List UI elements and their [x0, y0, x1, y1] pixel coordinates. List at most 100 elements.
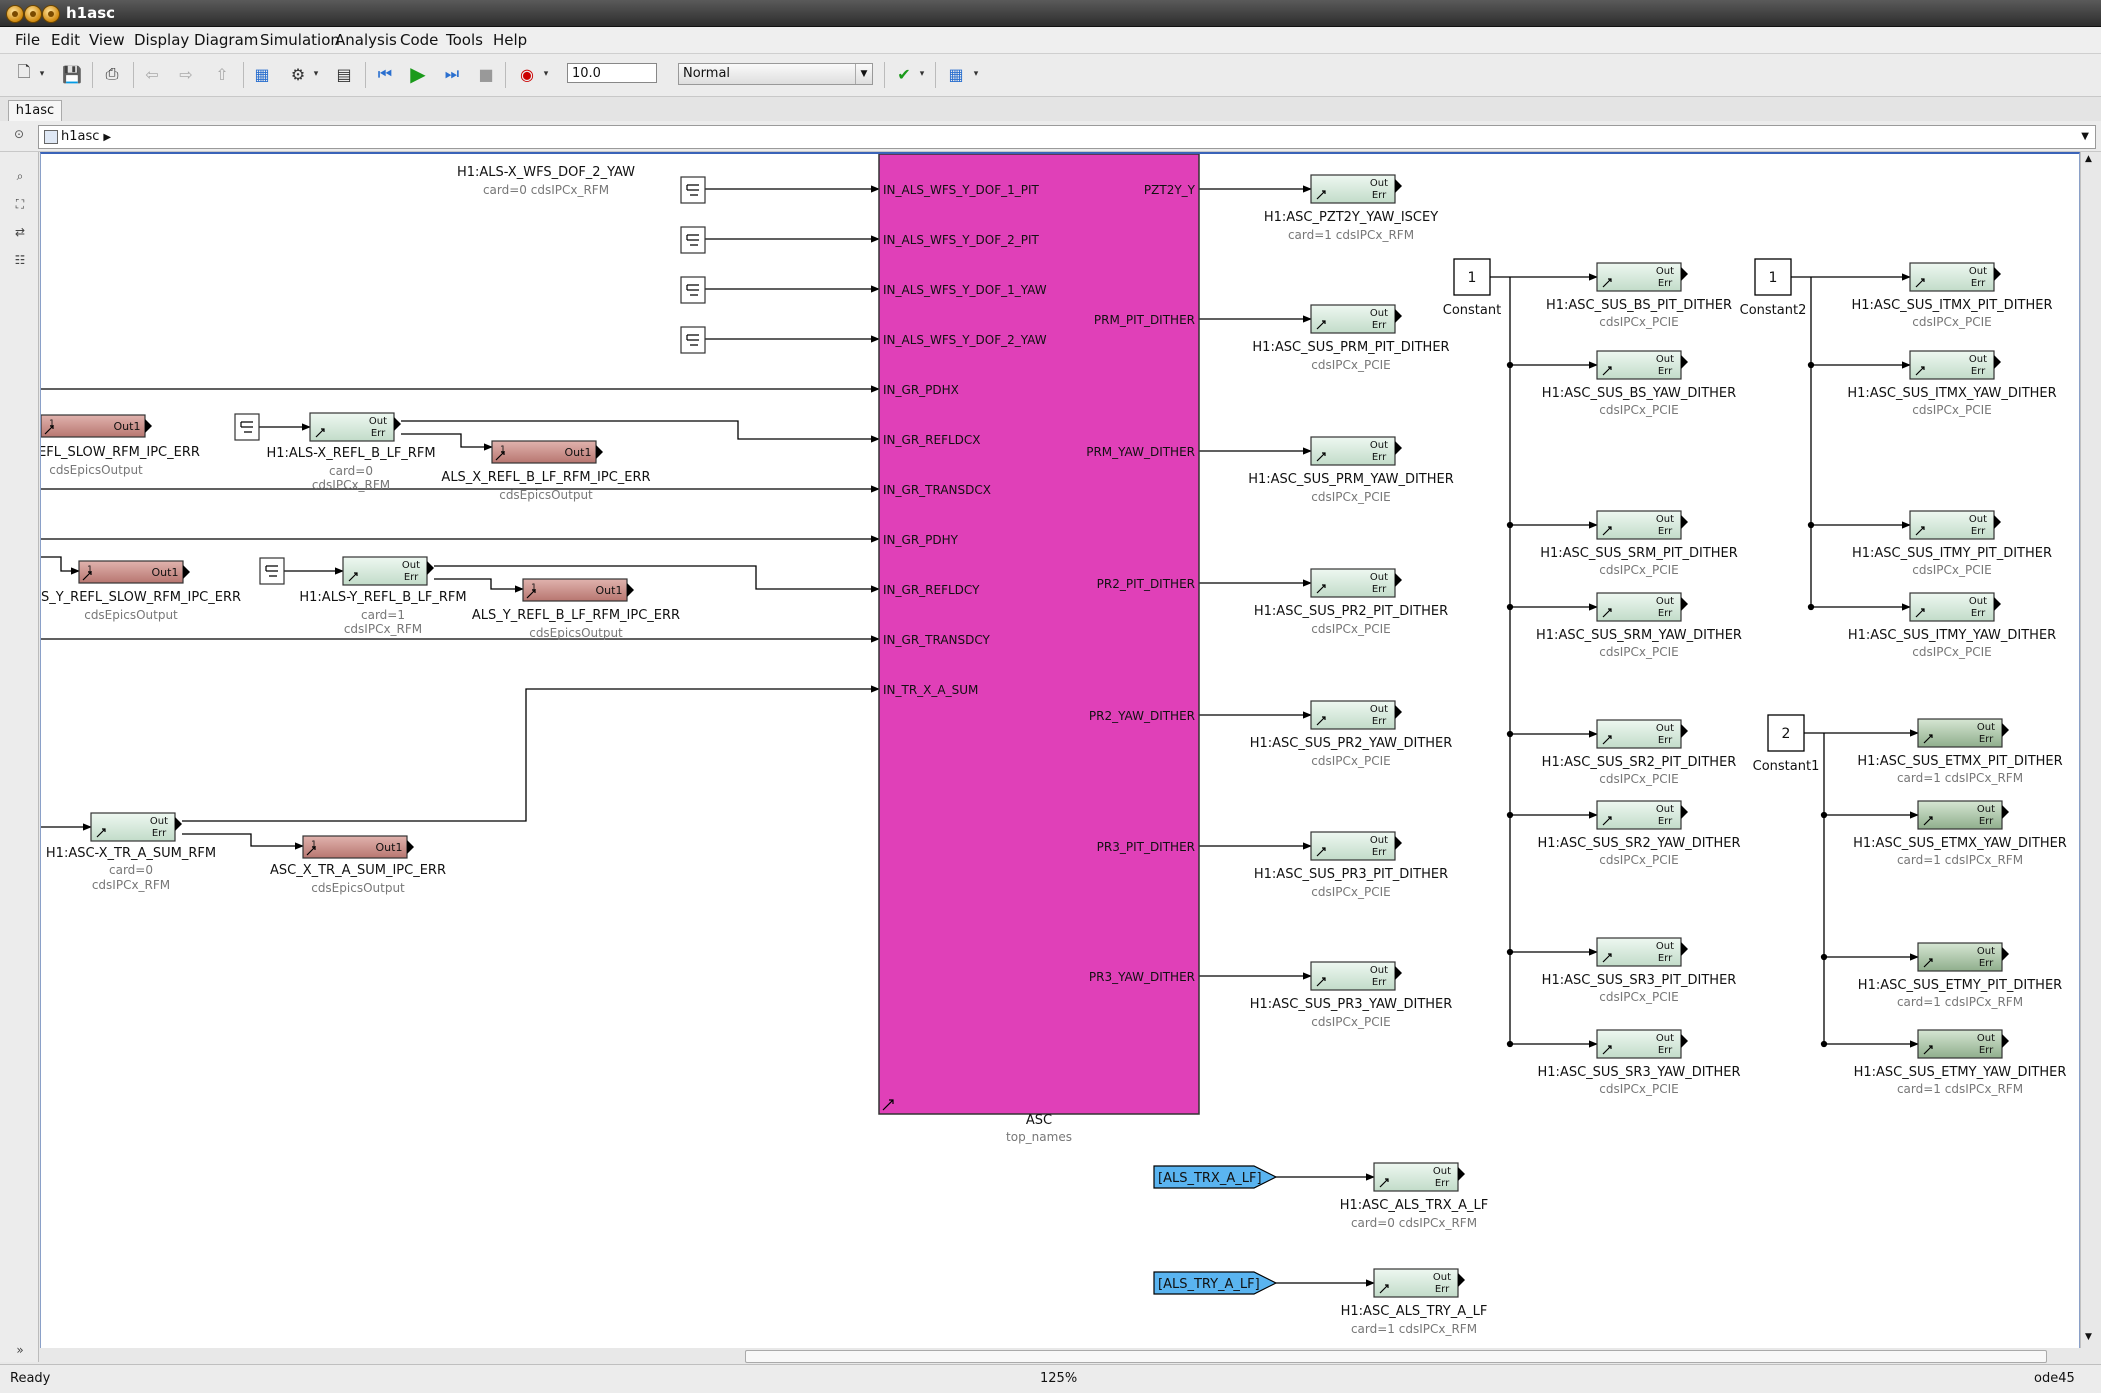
hide-explorer-icon[interactable]: ⊙	[14, 127, 25, 141]
simulation-mode-select[interactable]: Normal▼	[678, 63, 873, 85]
port-label-err: Err	[1971, 608, 1986, 619]
expand-icon[interactable]: »	[16, 1343, 24, 1357]
menu-view[interactable]: View	[89, 31, 125, 49]
model-explorer-icon[interactable]: ▤	[336, 64, 352, 84]
port-label-out: Out	[1370, 308, 1388, 319]
forward-icon[interactable]: ⇨	[179, 64, 193, 84]
link-icon	[1379, 1178, 1389, 1188]
toolbar-separator	[243, 62, 244, 88]
menu-code[interactable]: Code	[400, 31, 439, 49]
close-window-icon[interactable]	[6, 5, 24, 23]
output-port-icon	[1395, 309, 1402, 323]
block-name: H1:ASC_SUS_ETMX_YAW_DITHER	[1853, 836, 2067, 851]
zoom-level: 125%	[1040, 1371, 1078, 1386]
record-icon[interactable]: ◉	[520, 64, 534, 84]
port-label-out: Out	[1656, 354, 1674, 365]
maximize-window-icon[interactable]	[42, 5, 60, 23]
menu-display[interactable]: Display	[134, 31, 190, 49]
new-model-icon[interactable]: 🗋	[17, 61, 31, 81]
menu-tools[interactable]: Tools	[446, 31, 483, 49]
block-sub: cdsIPCx_PCIE	[1599, 1082, 1678, 1096]
menu-simulation[interactable]: Simulation	[260, 31, 340, 49]
block-sub: cdsIPCx_PCIE	[1599, 645, 1678, 659]
build-icon[interactable]: ▦	[948, 64, 964, 84]
block-sub: cdsIPCx_PCIE	[1311, 885, 1390, 899]
block-sub: card=1	[361, 608, 405, 622]
toolbar-separator	[884, 62, 885, 88]
asc-output-port-label: PRM_YAW_DITHER	[1086, 445, 1195, 459]
menu-help[interactable]: Help	[493, 31, 528, 49]
settings-gear-icon[interactable]: ⚙	[290, 64, 306, 84]
window-titlebar	[0, 0, 2101, 27]
menu-edit[interactable]: Edit	[51, 31, 81, 49]
block-name: H1:ASC_SUS_SR2_PIT_DITHER	[1542, 755, 1737, 770]
build-dropdown-icon[interactable]: ▾	[973, 69, 979, 79]
record-dropdown-icon[interactable]: ▾	[543, 69, 549, 79]
block-sub: cdsIPCx_PCIE	[1912, 645, 1991, 659]
block-name: H1:ASC_ALS_TRY_A_LF	[1341, 1304, 1488, 1319]
step-forward-icon[interactable]: ⏭	[444, 64, 460, 83]
horizontal-scroll-thumb[interactable]	[745, 1350, 2047, 1363]
vertical-scrollbar[interactable]: ▲ ▼	[2080, 152, 2099, 1348]
scroll-down-icon[interactable]: ▼	[2085, 1332, 2092, 1342]
up-icon[interactable]: ⇧	[215, 64, 229, 84]
output-port-icon	[627, 583, 634, 597]
advisor-dropdown-icon[interactable]: ▾	[919, 69, 925, 79]
port-label-err: Err	[1658, 1045, 1673, 1056]
library-browser-icon[interactable]: ▦	[254, 64, 270, 84]
from-tag-label: [ALS_TRX_A_LF]	[1158, 1171, 1262, 1186]
port-label-err: Err	[1658, 526, 1673, 537]
link-icon	[44, 425, 54, 435]
stop-time-input[interactable]: 10.0	[567, 63, 657, 83]
block-name: H1:ALS-Y_REFL_B_LF_RFM	[299, 590, 466, 605]
fit-view-icon[interactable]: ⛶	[15, 197, 25, 211]
port-label-out: Out	[1977, 722, 1995, 733]
ground-icon	[686, 184, 699, 196]
port-label-err: Err	[1372, 716, 1387, 727]
port-label-err: Err	[1658, 278, 1673, 289]
block-name: H1:ASC_SUS_BS_YAW_DITHER	[1542, 386, 1736, 401]
arrows-icon[interactable]: ⇄	[14, 225, 26, 239]
back-icon[interactable]: ⇦	[145, 64, 159, 84]
annotation-icon[interactable]: ☷	[14, 253, 26, 267]
menu-file[interactable]: File	[15, 31, 41, 49]
menu-diagram[interactable]: Diagram	[194, 31, 259, 49]
new-dropdown-icon[interactable]: ▾	[39, 69, 45, 79]
save-icon[interactable]: 💾	[62, 64, 82, 84]
breadcrumb-item[interactable]: h1asc	[61, 129, 100, 144]
ipc-block	[1596, 592, 1682, 622]
breadcrumb[interactable]: h1asc▶ ▼	[38, 125, 2096, 149]
simulation-mode-value: Normal	[683, 66, 731, 81]
menu-analysis[interactable]: Analysis	[335, 31, 397, 49]
block-name: ASC_X_TR_A_SUM_IPC_ERR	[270, 863, 446, 878]
link-icon	[315, 428, 325, 438]
output-port-icon	[596, 445, 603, 459]
model-advisor-icon[interactable]: ✔	[897, 64, 911, 84]
block-name: H1:ALS-X_REFL_B_LF_RFM	[266, 446, 435, 461]
block-name: ALS_Y_REFL_B_LF_RFM_IPC_ERR	[472, 608, 680, 623]
settings-dropdown-icon[interactable]: ▾	[313, 69, 319, 79]
port-label-out: Out	[1656, 723, 1674, 734]
toolbar-separator	[935, 62, 936, 88]
tab-h1asc[interactable]: h1asc	[8, 100, 62, 121]
port-label-err: Err	[152, 828, 167, 839]
step-back-icon[interactable]: ⏮	[377, 64, 393, 83]
block-sub: cdsEpicsOutput	[84, 608, 178, 622]
minimize-window-icon[interactable]	[24, 5, 42, 23]
asc-output-port-label: PR3_PIT_DITHER	[1097, 840, 1195, 854]
zoom-icon[interactable]: ⌕	[16, 169, 24, 183]
asc-output-port-label: PR3_YAW_DITHER	[1089, 970, 1195, 984]
run-icon[interactable]: ▶	[410, 62, 426, 86]
block-name: H1:ASC_SUS_ETMY_YAW_DITHER	[1854, 1065, 2067, 1080]
constant-block	[1754, 258, 1792, 296]
block-name: H1:ASC-X_TR_A_SUM_RFM	[46, 846, 216, 861]
port-label-out: Out	[1977, 946, 1995, 957]
print-icon[interactable]: ⎙	[105, 64, 119, 83]
link-icon	[1316, 716, 1326, 726]
stop-icon[interactable]: ■	[478, 64, 494, 84]
scroll-up-icon[interactable]: ▲	[2085, 154, 2092, 164]
output-port-icon	[1681, 942, 1688, 956]
chevron-down-icon[interactable]: ▼	[2081, 131, 2089, 142]
block-name: H1:ASC_SUS_PR3_PIT_DITHER	[1254, 867, 1448, 882]
